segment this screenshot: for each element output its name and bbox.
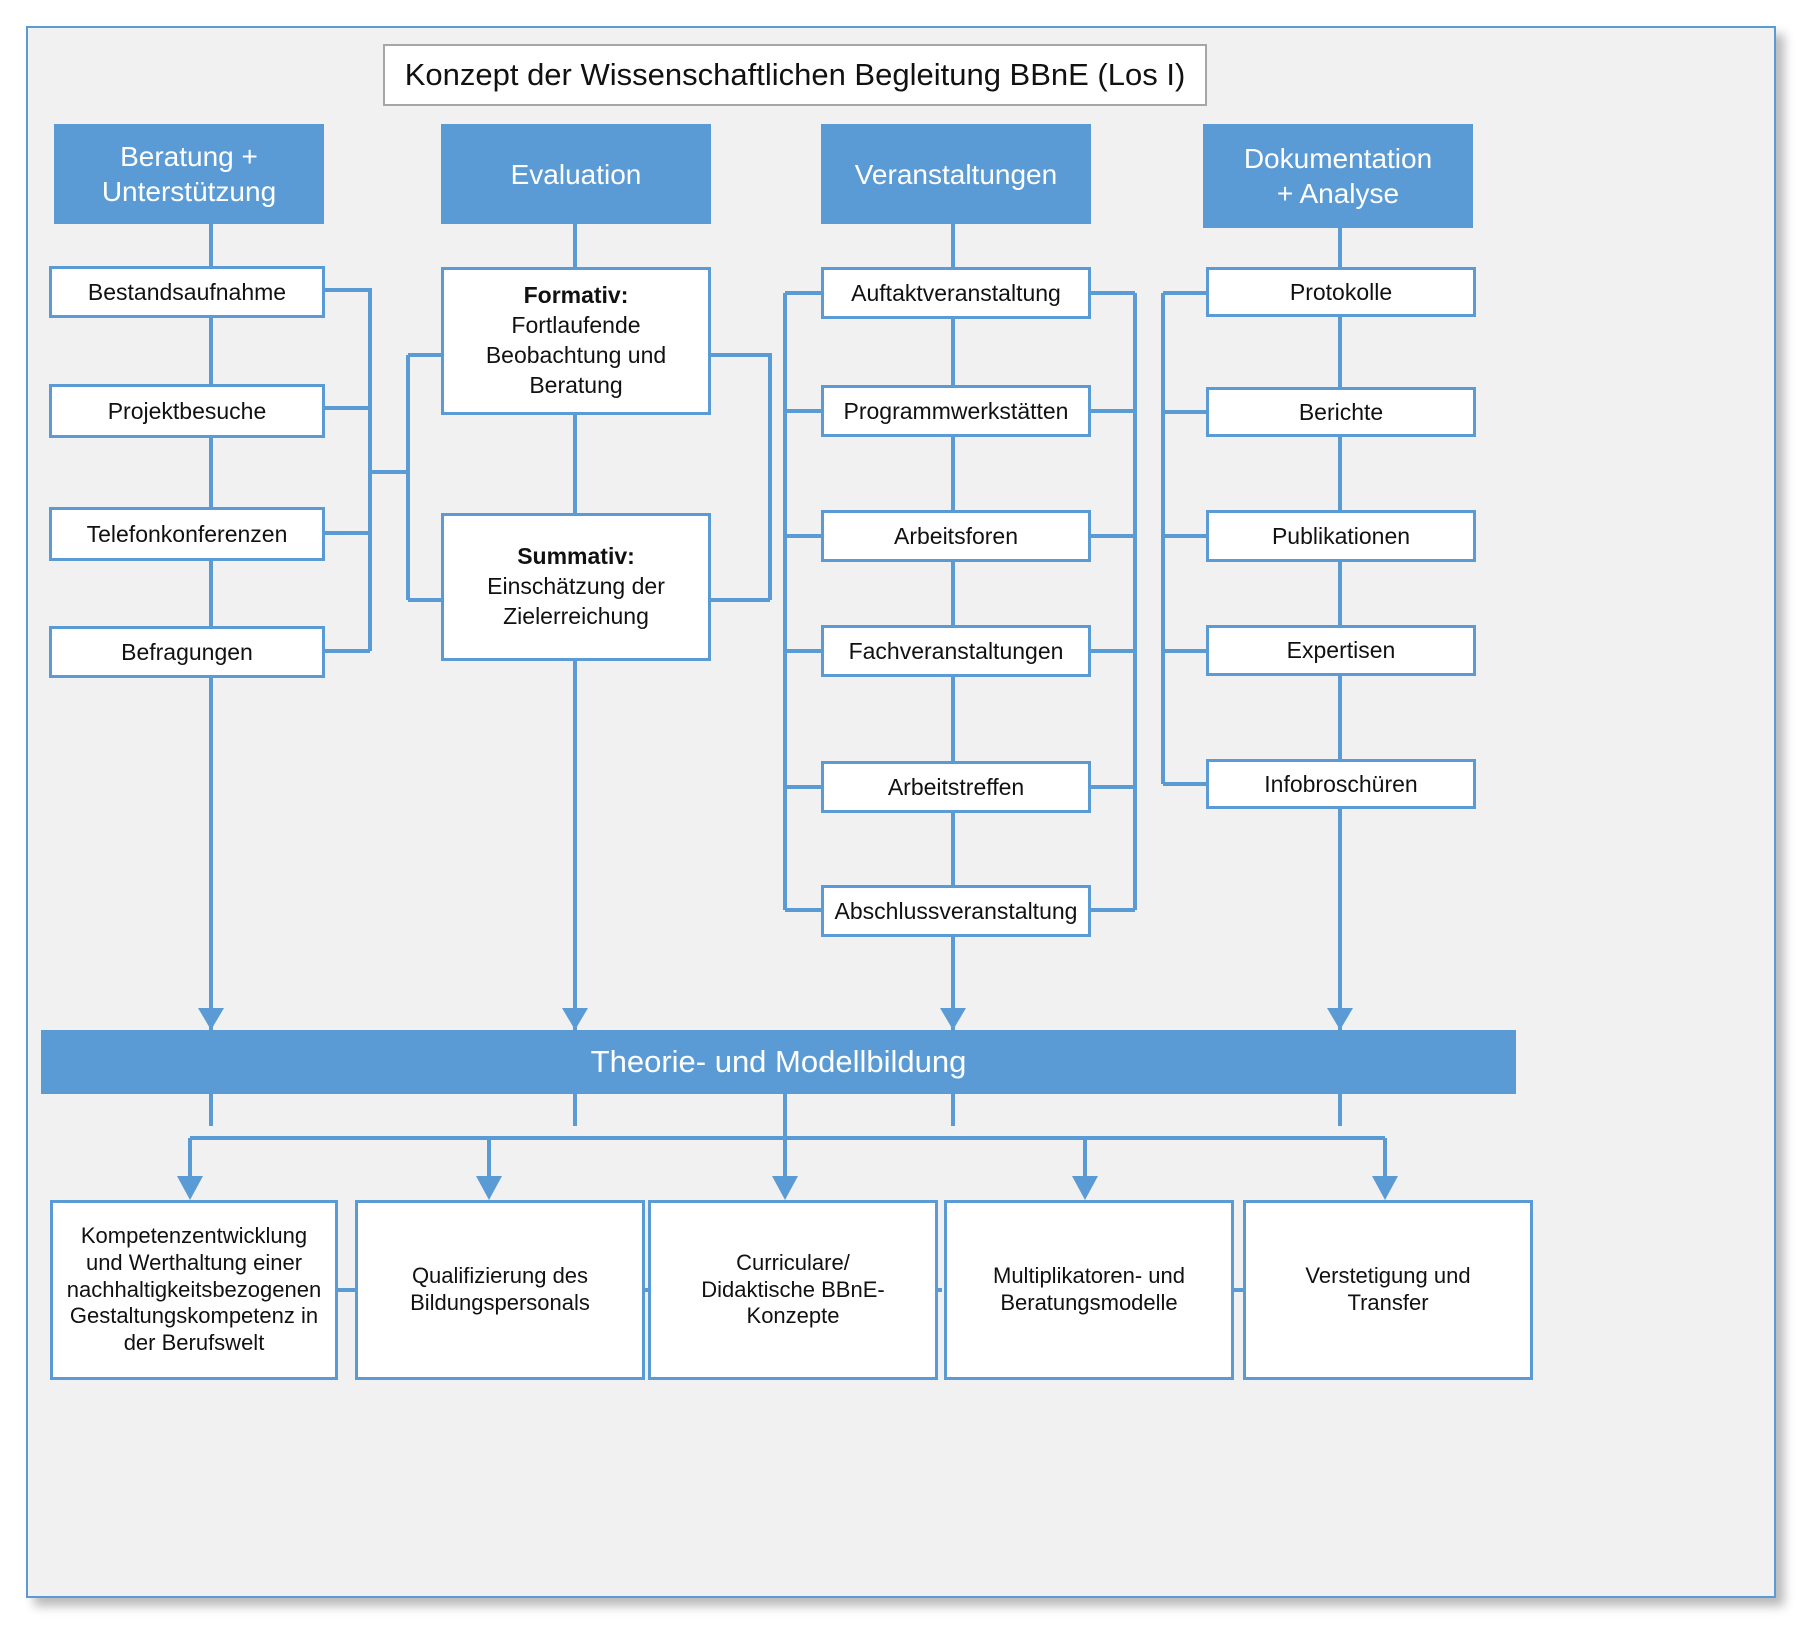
- node-fachveranstaltungen[interactable]: Fachveranstaltungen: [821, 625, 1091, 677]
- node-formativ-line2: Beobachtung und: [485, 342, 667, 368]
- node-formativ-title: Formativ:: [523, 282, 629, 309]
- column-header-dokumentation[interactable]: Dokumentation + Analyse: [1203, 124, 1473, 228]
- node-protokolle[interactable]: Protokolle: [1206, 267, 1476, 317]
- node-formativ-line3: Beratung: [529, 371, 623, 398]
- node-abschlussveranstaltung[interactable]: Abschlussveranstaltung: [821, 885, 1091, 937]
- column-header-dokumentation-text: Dokumentation + Analyse: [1243, 143, 1433, 209]
- node-summativ-line1: Einschätzung der: [487, 573, 665, 600]
- node-formativ-line1: Fortlaufende: [511, 312, 641, 339]
- outcome-1-line1: Kompetenzentwicklung: [80, 1222, 308, 1248]
- theorie-banner[interactable]: Theorie- und Modellbildung: [41, 1030, 1516, 1094]
- outcome-1-line4: Gestaltungskompetenz in: [69, 1303, 319, 1329]
- column-header-veranstaltungen[interactable]: Veranstaltungen: [821, 124, 1091, 224]
- column-header-beratung-text: Beratung + Unterstützung: [101, 141, 277, 207]
- outcome-qualifizierung[interactable]: Qualifizierung des Bildungspersonals: [355, 1200, 645, 1380]
- column-header-veranstaltungen-text: Veranstaltungen: [854, 158, 1058, 190]
- outcome-3-line3: Konzepte: [746, 1303, 840, 1329]
- node-formativ[interactable]: Formativ: Fortlaufende Beobachtung und B…: [441, 267, 711, 415]
- node-befragungen[interactable]: Befragungen: [49, 626, 325, 678]
- node-expertisen[interactable]: Expertisen: [1206, 625, 1476, 676]
- outcome-1-line5: der Berufswelt: [123, 1330, 265, 1356]
- column-header-evaluation-text: Evaluation: [510, 158, 642, 190]
- node-bestandsaufnahme[interactable]: Bestandsaufnahme: [49, 266, 325, 318]
- node-arbeitstreffen[interactable]: Arbeitstreffen: [821, 761, 1091, 813]
- outcome-curriculare[interactable]: Curriculare/ Didaktische BBnE- Konzepte: [648, 1200, 938, 1380]
- node-summativ-title: Summativ:: [517, 543, 635, 570]
- node-summativ[interactable]: Summativ: Einschätzung der Zielerreichun…: [441, 513, 711, 661]
- node-auftaktveranstaltung[interactable]: Auftaktveranstaltung: [821, 267, 1091, 319]
- outcome-1-line3: nachhaltigkeitsbezogenen: [66, 1276, 322, 1302]
- outcome-1-line2: und Werthaltung einer: [85, 1249, 303, 1275]
- outcome-2-line1: Qualifizierung des: [411, 1263, 589, 1289]
- outcome-multiplikatoren[interactable]: Multiplikatoren- und Beratungsmodelle: [944, 1200, 1234, 1380]
- outcome-4-line1: Multiplikatoren- und: [993, 1263, 1185, 1289]
- outcome-5-line2: Transfer: [1347, 1290, 1429, 1315]
- outcome-kompetenzentwicklung[interactable]: Kompetenzentwicklung und Werthaltung ein…: [50, 1200, 338, 1380]
- outcome-verstetigung[interactable]: Verstetigung und Transfer: [1243, 1200, 1533, 1380]
- node-arbeitsforen[interactable]: Arbeitsforen: [821, 510, 1091, 562]
- page-title: Konzept der Wissenschaftlichen Begleitun…: [383, 44, 1207, 106]
- node-berichte[interactable]: Berichte: [1206, 387, 1476, 437]
- outcome-5-line1: Verstetigung und: [1305, 1263, 1471, 1289]
- node-infobroschueren[interactable]: Infobroschüren: [1206, 759, 1476, 809]
- column-header-evaluation[interactable]: Evaluation: [441, 124, 711, 224]
- column-header-beratung[interactable]: Beratung + Unterstützung: [54, 124, 324, 224]
- outcome-2-line2: Bildungspersonals: [410, 1290, 590, 1315]
- node-programmwerkstaetten[interactable]: Programmwerkstätten: [821, 385, 1091, 437]
- outcome-3-line1: Curriculare/: [736, 1249, 850, 1275]
- outcome-4-line2: Beratungsmodelle: [1000, 1290, 1178, 1315]
- node-summativ-line2: Zielerreichung: [503, 602, 649, 629]
- node-telefonkonferenzen[interactable]: Telefonkonferenzen: [49, 507, 325, 561]
- node-publikationen[interactable]: Publikationen: [1206, 510, 1476, 562]
- node-projektbesuche[interactable]: Projektbesuche: [49, 384, 325, 438]
- outcome-3-line2: Didaktische BBnE-: [701, 1276, 885, 1302]
